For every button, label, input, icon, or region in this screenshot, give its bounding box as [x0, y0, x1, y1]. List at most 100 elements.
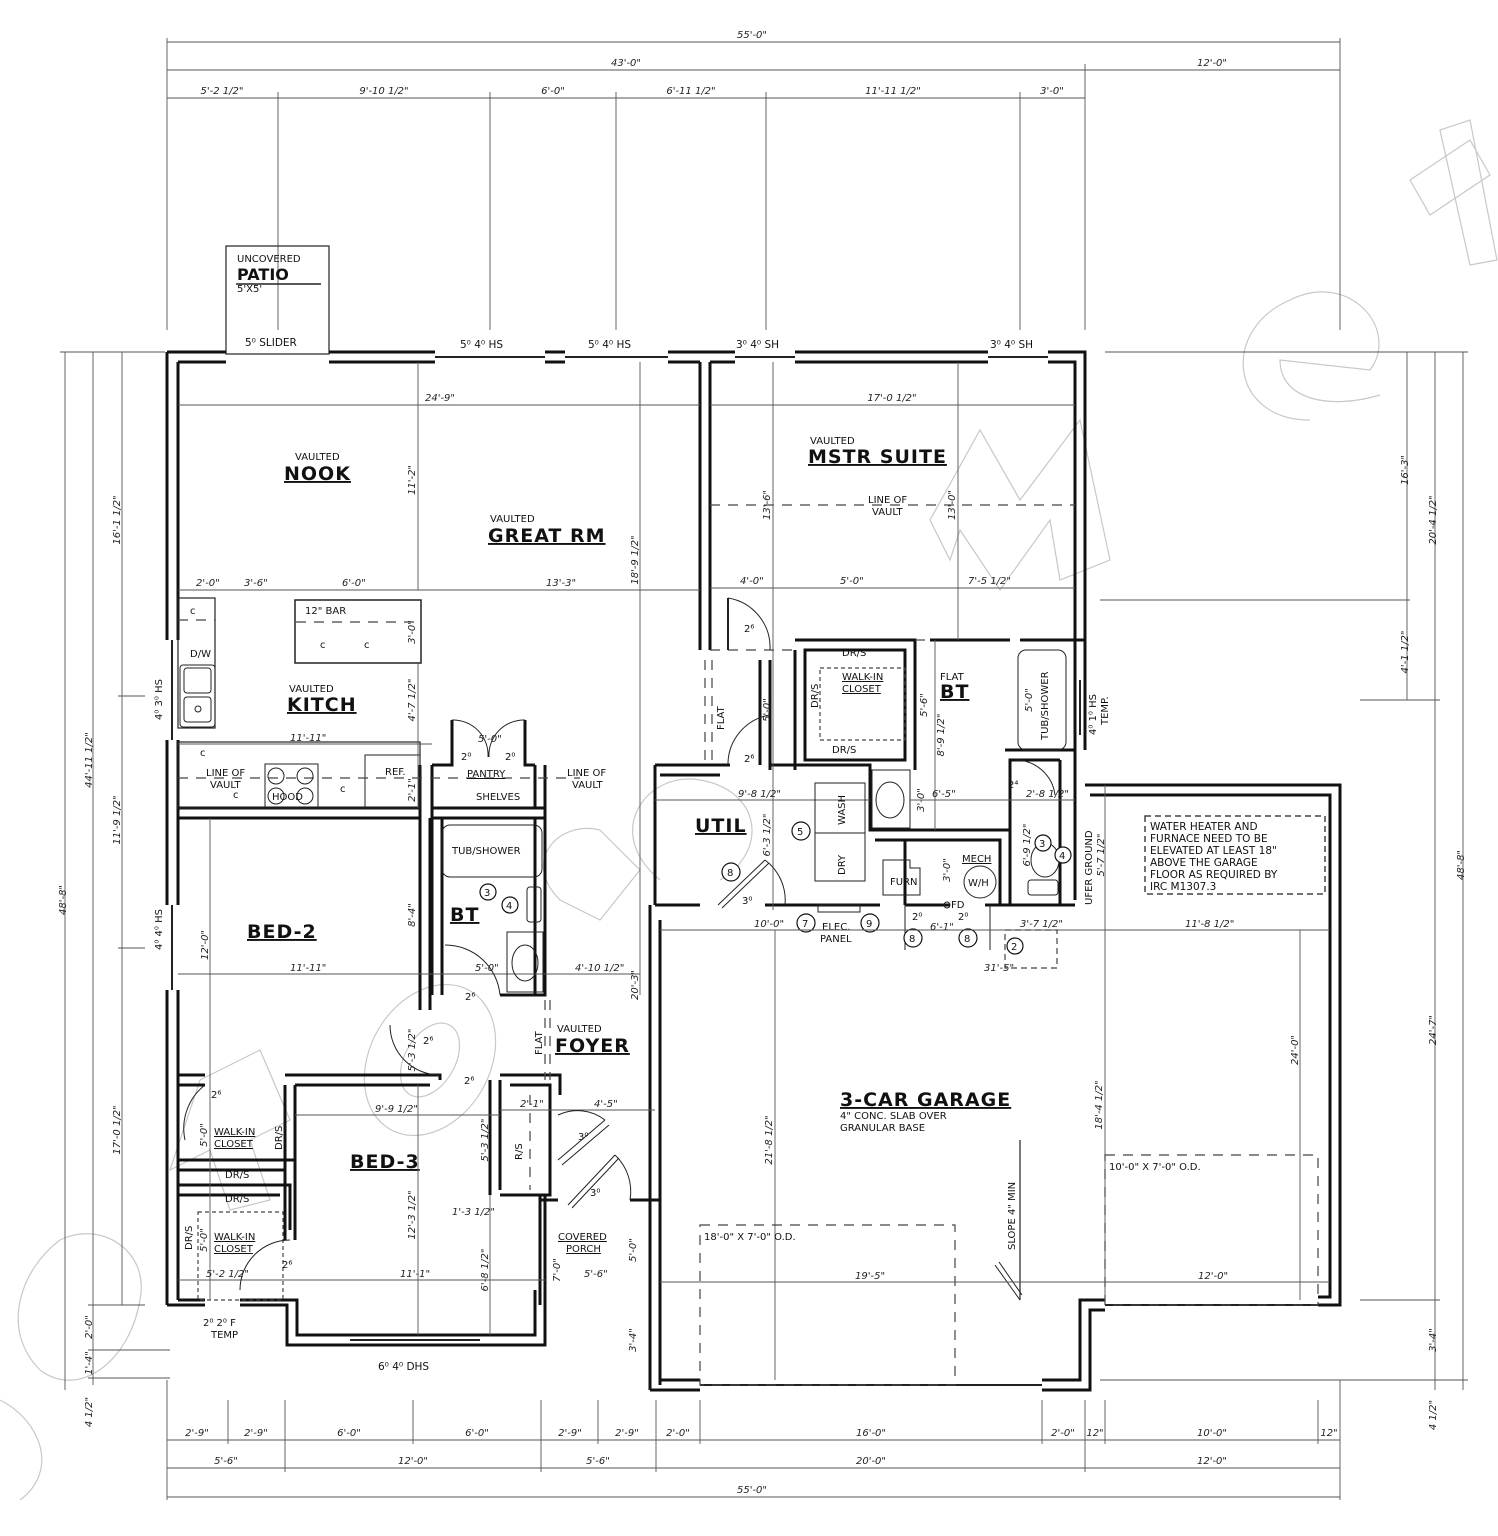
entry-door-2: 3⁰ — [590, 1188, 600, 1199]
pantry-door-2: 2⁰ — [505, 752, 515, 763]
porch-d3: 3'-4" — [628, 1328, 639, 1352]
bedroom-2: BED-2 11'-11" 12'-0" 8'-4" 4⁰ 4⁰ HS 4⁰ 3… — [154, 679, 640, 1300]
mstr-wic-name-1: WALK-IN — [842, 672, 883, 683]
elec-circle-9: 9 — [866, 919, 872, 930]
door-size-2-6: 2⁶ — [211, 1090, 221, 1101]
kitchen-fixtures: 12" BAR c c c D/W HOOD REF. c c c LINE O… — [177, 597, 580, 809]
garage-slope: SLOPE 4" MIN — [1007, 1182, 1018, 1250]
mstr-bt-w2: 2'-8 1/2" — [1026, 789, 1069, 800]
kitch-vault-1: LINE OF — [206, 768, 245, 779]
wic2-drs-2: DR/S — [184, 1226, 195, 1250]
dim-bottom-seg-12: 12" — [1320, 1428, 1337, 1439]
dim-bottom-group-1: 5'-6" — [214, 1456, 238, 1467]
mstr-bt-door: 2⁴ — [1008, 780, 1018, 791]
furnace-label: FURN — [890, 877, 918, 888]
kitch-dim-2: 3'-6" — [244, 578, 268, 589]
counter-c-mark: c — [200, 748, 206, 759]
wic2-depth: 5'-0" — [199, 1228, 210, 1252]
patio-size: 5'X5' — [237, 284, 262, 295]
entry-porch: R/S 2'-1" 4'-5" 3⁰ 3⁰ COVERED PORCH 5'-6… — [500, 1095, 655, 1352]
garage-w1: 19'-5" — [855, 1271, 885, 1282]
entry-door-1: 3⁰ — [578, 1132, 588, 1143]
garage-name: 3-CAR GARAGE — [840, 1089, 1011, 1111]
mech-width: 6'-1" — [930, 922, 954, 933]
master-suite: 17'-0 1/2" VAULTED MSTR SUITE LINE OF VA… — [704, 362, 1075, 910]
patio: UNCOVERED PATIO 5'X5' 5⁰ SLIDER — [225, 245, 330, 355]
counter-c-mark: c — [340, 784, 346, 795]
kitch-dim-1: 2'-0" — [196, 578, 220, 589]
nook-name: NOOK — [284, 463, 351, 485]
mstr-wic-depth: 5'-6" — [919, 693, 930, 717]
bedroom-3: BED-3 9'-9 1/2" 11'-1" 12'-3 1/2" 6'-8 1… — [178, 1085, 545, 1373]
counter-c-mark: c — [320, 640, 326, 651]
window-bed3: 6⁰ 4⁰ DHS — [378, 1361, 429, 1373]
mstr-vault-2: VAULT — [872, 507, 904, 518]
interior-walls — [178, 362, 1075, 1305]
great-rm-depth: 11'-2" — [407, 465, 418, 495]
dim-bottom-group-2: 12'-0" — [398, 1456, 428, 1467]
bed3-d3: 5'-3 1/2" — [480, 1119, 491, 1162]
wic2-width: 5'-2 1/2" — [206, 1269, 249, 1280]
foyer-width: 4'-10 1/2" — [575, 963, 624, 974]
mstr-name: MSTR SUITE — [808, 446, 947, 468]
note-line-5: FLOOR AS REQUIRED BY — [1150, 869, 1278, 881]
mechanical: FURN W/H MECH 3'-0" FD 2⁰ 2⁰ 6'-1" 8 8 7… — [796, 854, 997, 950]
elec-circle-7: 7 — [802, 919, 808, 930]
dim-left-seg-5: 1'-4" — [84, 1351, 95, 1375]
garage-door-2: 10'-0" X 7'-0" O.D. — [1109, 1162, 1201, 1173]
window-bed2: 4⁰ 4⁰ HS — [154, 909, 165, 950]
bed2-depth: 12'-0" — [200, 930, 211, 960]
foyer-name: FOYER — [555, 1035, 630, 1057]
window-labels: 5⁰ 4⁰ HS 5⁰ 4⁰ HS 3⁰ 4⁰ SH 3⁰ 4⁰ SH — [460, 339, 1033, 351]
dim-bottom-seg-6: 2'-9" — [615, 1428, 639, 1439]
bar-label: 12" BAR — [305, 606, 346, 617]
mech-depth: 3'-0" — [942, 858, 953, 882]
garage-d1: 21'-8 1/2" — [764, 1115, 775, 1164]
hall-bt-width: 5'-0" — [475, 963, 499, 974]
master-closet: DR/S DR/S DR/S WALK-IN CLOSET 5'-6" — [810, 648, 930, 756]
note-line-6: IRC M1307.3 — [1150, 881, 1216, 893]
foyer: 4'-10 1/2" 20'-3" FLAT VAULTED FOYER 2⁶ … — [389, 963, 641, 1087]
mstr-vault-1: LINE OF — [868, 495, 907, 506]
utility: 9'-8 1/2" UTIL 6'-3 1/2" WASH DRY 5 8 3⁰ — [655, 782, 870, 909]
dim-bottom-seg-5: 2'-9" — [558, 1428, 582, 1439]
dim-top-seg-3: 6'-0" — [541, 86, 565, 97]
dim-bottom-group-4: 20'-0" — [856, 1456, 886, 1467]
util-depth: 6'-3 1/2" — [762, 814, 773, 857]
garage: 10'-0" 3'-7 1/2" 11'-8 1/2" 2 31'-5" UFE… — [660, 785, 1330, 1386]
door-size-2-6: 2⁶ — [744, 754, 754, 765]
window-bath: 4⁰ 1⁰ HS — [1088, 694, 1099, 735]
dim-garage-width: 12'-0" — [1197, 58, 1227, 69]
bed2-name: BED-2 — [247, 921, 317, 943]
mstr-tub-label: TUB/SHOWER — [1040, 671, 1051, 741]
door-size-2-6: 2⁶ — [465, 992, 475, 1003]
porch-name-1: COVERED — [558, 1232, 607, 1243]
floor-drain-label: FD — [951, 900, 965, 911]
mstr-bt-width: 6'-5" — [932, 789, 956, 800]
garage-door-1: 18'-0" X 7'-0" O.D. — [704, 1232, 796, 1243]
mstr-bt-d3: 6'-9 1/2" — [1022, 824, 1033, 867]
great-rm-name: GREAT RM — [488, 525, 606, 547]
mstr-bt-circle-4: 4 — [1059, 851, 1065, 862]
window-kitchen: 4⁰ 3⁰ HS — [154, 679, 165, 720]
great-rm-depth-2: 18'-9 1/2" — [630, 535, 641, 584]
hall-dim: 5'-0" — [762, 698, 773, 722]
porch-d1: 7'-0" — [552, 1258, 563, 1282]
wic1-depth: 5'-0" — [199, 1123, 210, 1147]
dim-right-overall: 48'-8" — [1456, 850, 1467, 880]
hall-bt-name: BT — [450, 904, 479, 926]
window-mstr-2: 3⁰ 4⁰ SH — [990, 339, 1033, 351]
dim-bottom-seg-7: 2'-0" — [666, 1428, 690, 1439]
code-note: WATER HEATER AND FURNACE NEED TO BE ELEV… — [1144, 815, 1326, 895]
dim-top-seg-5: 11'-11 1/2" — [865, 86, 921, 97]
kitch-vault-2: VAULT — [210, 780, 242, 791]
door-size-2-6: 2⁶ — [423, 1036, 433, 1047]
pantry: 2⁰ 2⁰ 5'-0" PANTRY SHELVES LINE OF VAULT — [451, 719, 606, 803]
garage-w3: 11'-8 1/2" — [1185, 919, 1234, 930]
mstr-wic-drs-1: DR/S — [842, 648, 866, 659]
util-circle-8: 8 — [727, 868, 733, 879]
kitchen: VAULTED KITCH 11'-11" 4'-7 1/2" 3'-0" 2'… — [178, 620, 432, 808]
dim-right-seg-1: 16'-3" — [1400, 455, 1411, 485]
door-size-2-6: 2⁶ — [282, 1260, 292, 1271]
